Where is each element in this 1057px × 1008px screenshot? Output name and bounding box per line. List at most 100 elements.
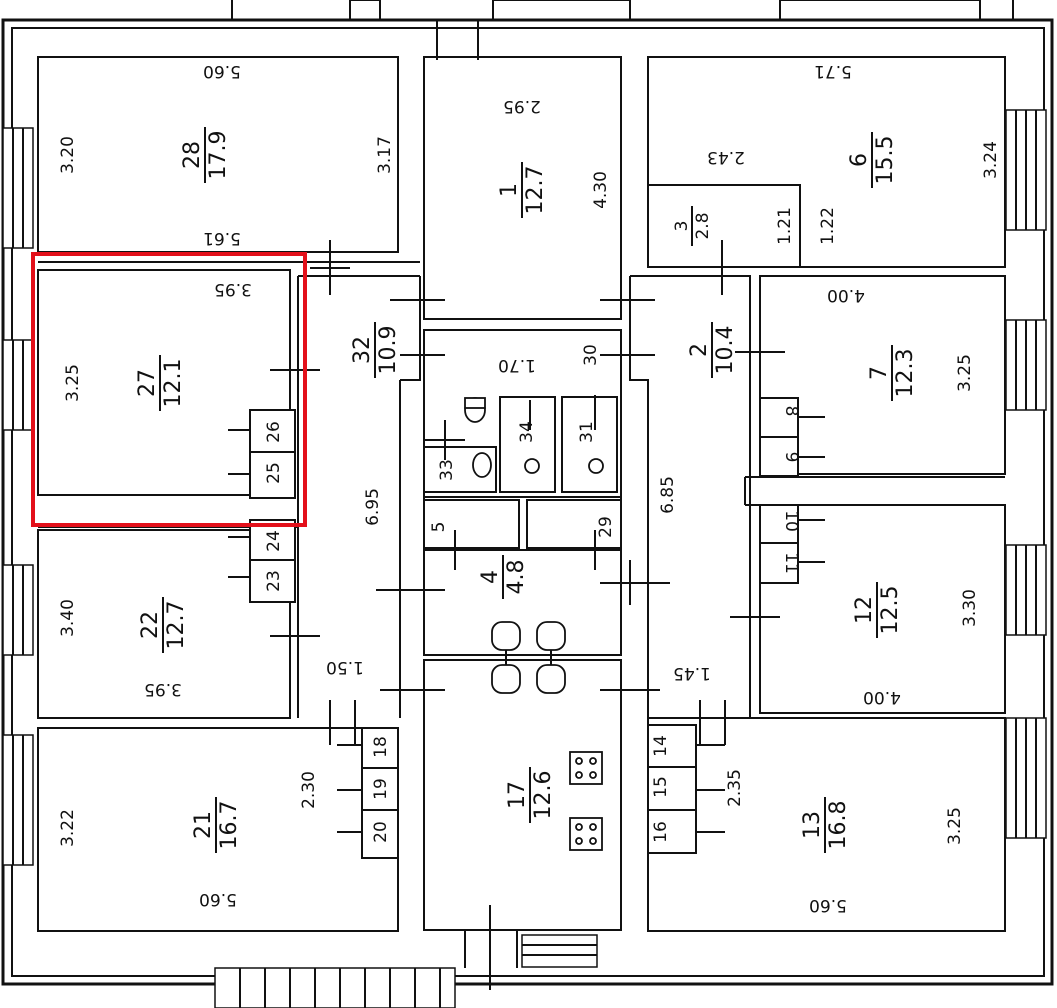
- dimension-labels: 5.60 5.61 2.95 5.71 2.43 3.95 1.70 4.00 …: [58, 61, 1001, 915]
- dim-5-60-top: 5.60: [203, 61, 241, 81]
- dim-3-20: 3.20: [58, 136, 78, 174]
- small-room-16: 16: [651, 821, 671, 843]
- dim-3-95-bottom: 3.95: [144, 679, 182, 699]
- dim-3-40: 3.40: [58, 599, 78, 637]
- svg-text:4.8: 4.8: [504, 560, 529, 595]
- room-label-1: 1 12.7: [497, 162, 548, 218]
- svg-text:10.9: 10.9: [376, 326, 401, 375]
- small-room-8: 8: [781, 406, 801, 417]
- svg-text:16.8: 16.8: [826, 801, 851, 850]
- dim-3-25-bottom: 3.25: [945, 807, 965, 845]
- windows-right: [1005, 109, 1047, 839]
- small-room-20: 20: [371, 821, 391, 843]
- dim-3-17: 3.17: [375, 136, 395, 174]
- small-room-24: 24: [264, 530, 284, 552]
- dim-3-25-right: 3.25: [955, 354, 975, 392]
- room-label-12: 12 12.5: [852, 582, 903, 638]
- room-label-21: 21 16.7: [191, 797, 242, 853]
- dim-1-22: 1.22: [818, 207, 838, 245]
- dim-3-30: 3.30: [960, 589, 980, 627]
- dim-5-61: 5.61: [203, 228, 241, 248]
- room-label-17: 17 12.6: [505, 767, 556, 823]
- room-label-7: 7 12.3: [867, 345, 918, 401]
- small-room-15: 15: [651, 776, 671, 798]
- windows-left: [2, 127, 34, 866]
- svg-text:10.4: 10.4: [713, 326, 738, 375]
- svg-text:17: 17: [505, 781, 530, 809]
- dim-4-00-top: 4.00: [827, 285, 865, 305]
- interior-walls: [37, 56, 1006, 932]
- outer-walls: [1, 18, 1054, 986]
- svg-text:12.7: 12.7: [164, 601, 189, 650]
- svg-text:12.6: 12.6: [531, 771, 556, 820]
- small-room-33: 33: [437, 459, 457, 481]
- bottom-entrance: [214, 905, 598, 1008]
- small-room-14: 14: [651, 735, 671, 757]
- dim-2-35: 2.35: [725, 769, 745, 807]
- dim-1-70: 1.70: [498, 355, 536, 375]
- small-room-10: 10: [781, 510, 801, 532]
- svg-text:17.9: 17.9: [206, 131, 231, 180]
- dim-3-25-left: 3.25: [63, 364, 83, 402]
- svg-text:12.5: 12.5: [878, 586, 903, 635]
- small-room-9: 9: [781, 452, 801, 463]
- dim-2-43: 2.43: [707, 147, 745, 167]
- svg-text:12: 12: [852, 596, 877, 624]
- room-label-3: 3 2.8: [672, 206, 713, 246]
- small-room-5: 5: [429, 522, 449, 533]
- dim-6-85: 6.85: [658, 476, 678, 514]
- dim-4-30: 4.30: [591, 171, 611, 209]
- svg-text:3: 3: [672, 221, 692, 232]
- top-structure: [231, 0, 1014, 60]
- dim-1-21: 1.21: [775, 207, 795, 245]
- svg-text:7: 7: [867, 366, 892, 380]
- small-room-29: 29: [596, 516, 616, 538]
- dim-1-45: 1.45: [673, 663, 711, 683]
- svg-text:13: 13: [800, 811, 825, 839]
- room-label-4: 4 4.8: [478, 555, 529, 599]
- dim-5-71: 5.71: [814, 61, 852, 81]
- svg-text:16.7: 16.7: [217, 801, 242, 850]
- sanitary-fixtures: [464, 397, 604, 694]
- small-room-19: 19: [371, 778, 391, 800]
- dim-1-50: 1.50: [326, 657, 364, 677]
- small-room-18: 18: [371, 736, 391, 758]
- svg-text:12.3: 12.3: [893, 349, 918, 398]
- dim-5-60-right-bottom: 5.60: [809, 895, 847, 915]
- small-room-23: 23: [264, 570, 284, 592]
- svg-text:1: 1: [497, 183, 522, 197]
- room-label-6: 6 15.5: [847, 132, 898, 188]
- small-room-30: 30: [581, 344, 601, 366]
- dim-4-00-bottom: 4.00: [863, 687, 901, 707]
- svg-text:15.5: 15.5: [873, 136, 898, 185]
- dim-2-30: 2.30: [299, 771, 319, 809]
- room-labels: 28 17.9 1 12.7 6 15.5 3 2.8 27 12.1 32 1…: [135, 127, 918, 853]
- room-27-highlight: [31, 252, 307, 527]
- svg-text:12.7: 12.7: [523, 166, 548, 215]
- dim-5-60-left-bottom: 5.60: [199, 889, 237, 909]
- svg-text:6: 6: [847, 153, 872, 167]
- svg-text:32: 32: [350, 336, 375, 364]
- svg-text:27: 27: [135, 369, 160, 397]
- room-label-27: 27 12.1: [135, 355, 186, 411]
- room-label-28: 28 17.9: [180, 127, 231, 183]
- room-label-2: 2 10.4: [687, 322, 738, 378]
- room-label-13: 13 16.8: [800, 797, 851, 853]
- svg-text:28: 28: [180, 141, 205, 169]
- dim-6-95: 6.95: [363, 488, 383, 526]
- small-room-labels: 26 25 24 23 18 19 20 33 34 31 5 29 30 8 …: [264, 344, 801, 843]
- svg-text:2.8: 2.8: [693, 212, 713, 239]
- dim-3-22: 3.22: [58, 809, 78, 847]
- svg-text:2: 2: [687, 343, 712, 357]
- dim-2-95: 2.95: [503, 96, 541, 116]
- svg-text:4: 4: [478, 570, 503, 584]
- room-label-32: 32 10.9: [350, 322, 401, 378]
- small-room-34: 34: [517, 421, 537, 443]
- small-room-25: 25: [264, 462, 284, 484]
- small-room-31: 31: [577, 421, 597, 443]
- svg-text:22: 22: [138, 611, 163, 639]
- svg-text:12.1: 12.1: [161, 359, 186, 408]
- small-room-26: 26: [264, 421, 284, 443]
